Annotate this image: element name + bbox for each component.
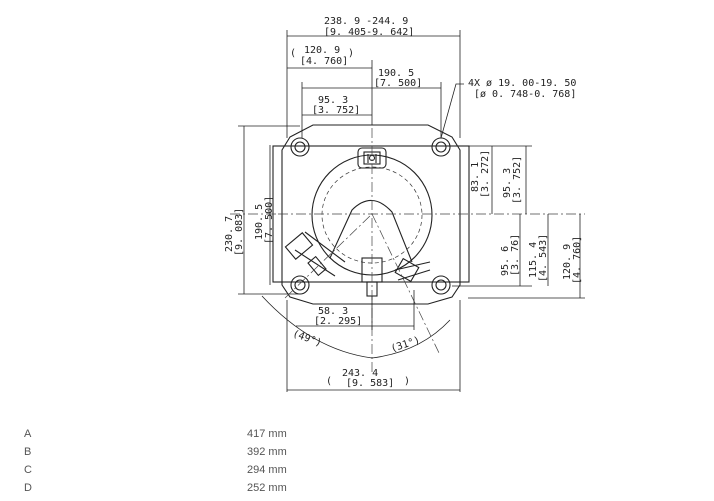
dim-left-offset-in: [4. 760] bbox=[300, 56, 348, 67]
row-key: D bbox=[24, 482, 32, 494]
suction-fitting bbox=[284, 231, 346, 277]
mounting-holes bbox=[290, 137, 451, 295]
table-row: B 392 mm bbox=[24, 443, 344, 461]
paren-bottom-open: ( bbox=[326, 376, 332, 387]
dim-half-span: 95. 3 bbox=[318, 95, 348, 106]
dim-bottom-offset-in: [2. 295] bbox=[314, 316, 362, 327]
row-key: C bbox=[24, 464, 32, 476]
dim-right-upper-in: [3. 272] bbox=[480, 150, 491, 198]
dim-right-mid-in: [4. 543] bbox=[538, 234, 549, 282]
dim-overall-width-in: [9. 405-9. 642] bbox=[324, 27, 414, 38]
paren-left-offset-close: ) bbox=[348, 48, 354, 59]
compressor-drawing: 238. 9 -244. 9 [9. 405-9. 642] 120. 9 [4… bbox=[224, 16, 585, 392]
paren-bottom-close: ) bbox=[404, 376, 410, 387]
dim-angle-right: (31°) bbox=[390, 335, 422, 355]
dim-right-outer: 120. 9 bbox=[562, 244, 573, 280]
row-value: 252 mm bbox=[247, 482, 287, 494]
dim-left-foot: 190. 5 bbox=[254, 204, 265, 240]
table-row: A 417 mm bbox=[24, 425, 344, 443]
compressor-top bbox=[321, 166, 423, 264]
dim-right-lower: 95. 6 bbox=[500, 246, 511, 276]
dim-hole-note-in: [ø 0. 748-0. 768] bbox=[474, 89, 576, 100]
dim-left-foot-in: [7. 500] bbox=[264, 196, 275, 244]
dim-foot-span-in: [7. 500] bbox=[374, 78, 422, 89]
dim-right-mid: 115. 4 bbox=[528, 242, 539, 278]
dim-right-lower-in: [3. 76] bbox=[510, 234, 521, 276]
dim-left-overall-in: [9. 083] bbox=[234, 208, 245, 256]
paren-left-offset-open: ( bbox=[290, 48, 296, 59]
dim-bottom-width: 243. 4 bbox=[342, 368, 378, 379]
row-key: B bbox=[24, 446, 32, 458]
discharge-fitting bbox=[394, 257, 431, 283]
row-value: 417 mm bbox=[247, 428, 287, 440]
dim-right-upper: 83. 1 bbox=[470, 162, 481, 192]
dim-hole-note: 4X ø 19. 00-19. 50 bbox=[468, 78, 576, 89]
row-value: 392 mm bbox=[247, 446, 287, 458]
dimensions-table: A 417 mm B 392 mm C 294 mm D 252 mm bbox=[24, 425, 344, 497]
row-value: 294 mm bbox=[247, 464, 287, 476]
dim-bottom-offset: 58. 3 bbox=[318, 306, 348, 317]
dim-overall-width: 238. 9 -244. 9 bbox=[324, 16, 408, 27]
dim-left-overall: 230. 7 bbox=[224, 216, 235, 252]
row-key: A bbox=[24, 428, 32, 440]
dim-left-offset: 120. 9 bbox=[304, 45, 340, 56]
table-row: D 252 mm bbox=[24, 479, 344, 497]
table-row: C 294 mm bbox=[24, 461, 344, 479]
dim-right-half-in: [3. 752] bbox=[512, 156, 523, 204]
dim-half-span-in: [3. 752] bbox=[312, 105, 360, 116]
internal-tubing bbox=[329, 199, 413, 263]
dim-right-half: 95. 3 bbox=[502, 168, 513, 198]
base-plate-outline bbox=[281, 124, 461, 305]
dim-right-outer-in: [4. 760] bbox=[572, 236, 583, 284]
dim-angle-left: (49°) bbox=[291, 328, 323, 349]
dim-bottom-width-in: [9. 583] bbox=[346, 378, 394, 389]
dim-foot-span: 190. 5 bbox=[378, 68, 414, 79]
